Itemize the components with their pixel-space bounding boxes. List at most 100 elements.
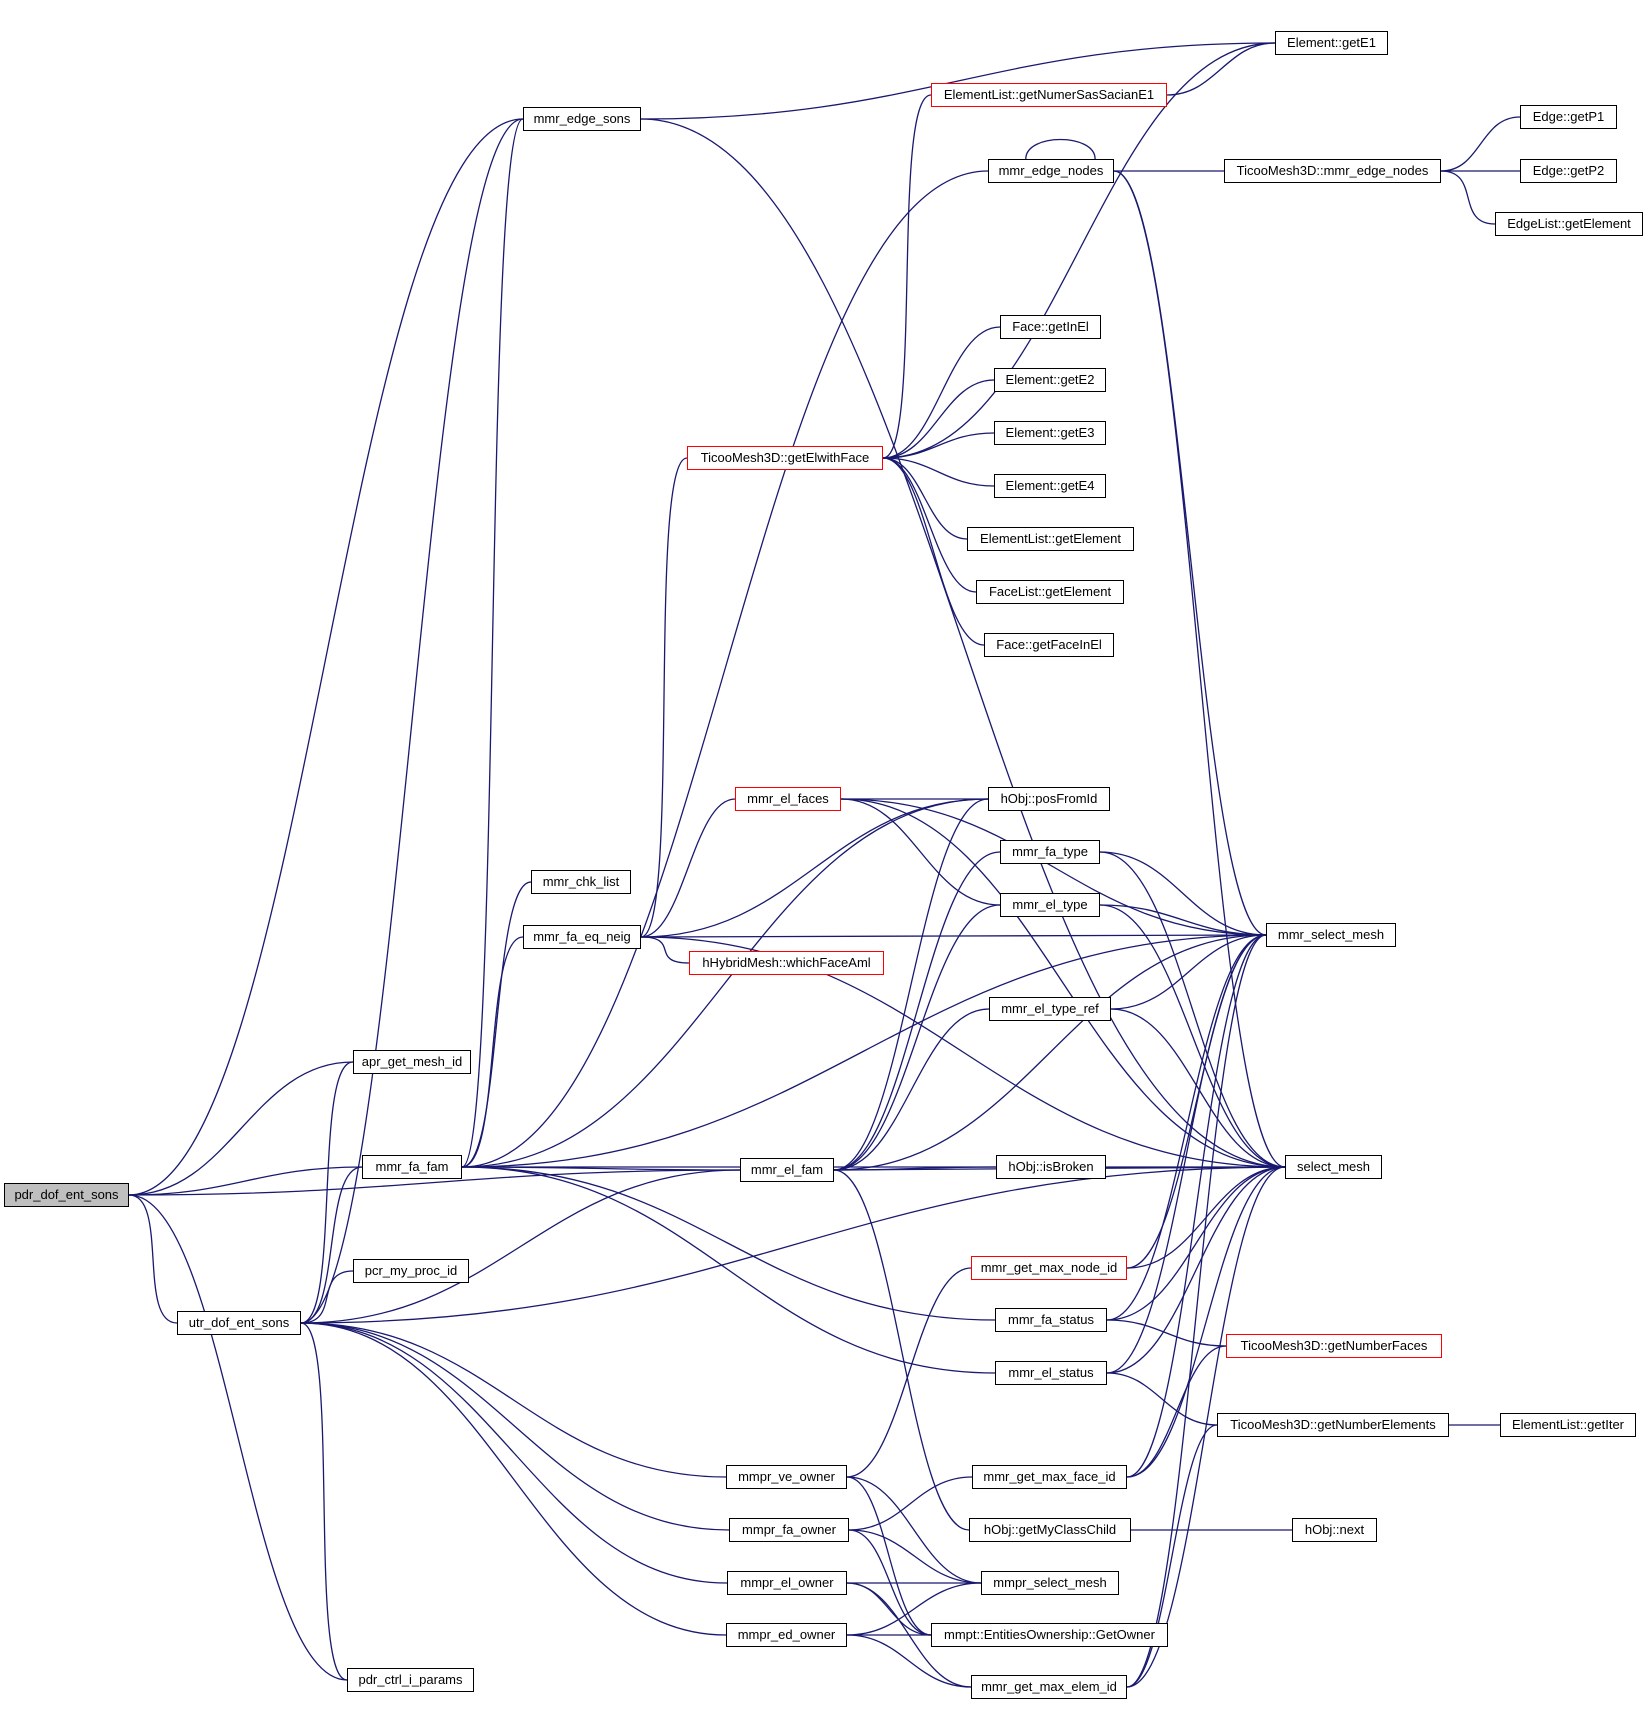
edge-utr-dof-ent-sons-to-mmpr-fa-owner: [300, 1322, 730, 1531]
node-mmr-edge-nodes[interactable]: mmr_edge_nodes: [988, 159, 1114, 183]
edge-mmr-edge-sons-to-element-gete1: [640, 42, 1276, 120]
edge-mmr-fa-eq-neig-to-select-mesh: [640, 936, 1286, 1168]
edge-ticoomesh3d-getelwithface-to-facelist-getelement: [882, 457, 977, 593]
edge-mmr-el-fam-to-mmr-el-type-ref: [833, 1008, 990, 1171]
node-mmr-fa-type[interactable]: mmr_fa_type: [1000, 840, 1100, 864]
edge-root-to-utr-dof-ent-sons: [128, 1194, 178, 1324]
node-elementlist-getelement[interactable]: ElementList::getElement: [967, 527, 1134, 551]
node-mmr-select-mesh[interactable]: mmr_select_mesh: [1266, 923, 1396, 947]
node-elementlist-getnumersassaciane1[interactable]: ElementList::getNumerSasSacianE1: [931, 83, 1167, 107]
edge-mmr-fa-fam-to-mmr-edge-sons: [461, 118, 524, 1168]
node-face-getinel[interactable]: Face::getInEl: [1000, 315, 1101, 339]
edge-mmr-get-max-elem-id-to-ticoomesh3d-getnumberelements: [1126, 1424, 1218, 1688]
node-mmr-el-fam[interactable]: mmr_el_fam: [740, 1158, 834, 1182]
edge-mmr-fa-eq-neig-to-hhybridmesh-whichfaceaml: [640, 936, 690, 964]
edge-ticoomesh3d-getelwithface-to-elementlist-getnumersassaciane1: [882, 94, 932, 459]
node-mmr-fa-fam[interactable]: mmr_fa_fam: [362, 1155, 462, 1179]
node-mmpr-el-owner[interactable]: mmpr_el_owner: [727, 1571, 847, 1595]
node-utr-dof-ent-sons[interactable]: utr_dof_ent_sons: [177, 1311, 301, 1335]
node-face-getfaceinel[interactable]: Face::getFaceInEl: [984, 633, 1114, 657]
edge-mmr-edge-nodes-to-select-mesh: [1113, 170, 1286, 1168]
edge-mmpr-ve-owner-to-mmr-get-max-node-id: [846, 1267, 972, 1478]
node-hhybridmesh-whichfaceaml[interactable]: hHybridMesh::whichFaceAml: [689, 951, 884, 975]
edge-root-to-mmr-fa-fam: [128, 1166, 363, 1196]
edge-root-to-mmr-el-fam: [128, 1169, 741, 1196]
edge-utr-dof-ent-sons-to-mmpr-ve-owner: [300, 1322, 727, 1478]
edge-root-to-pdr-ctrl-i-params: [128, 1194, 348, 1681]
edge-mmpr-ed-owner-to-mmr-get-max-elem-id: [846, 1634, 972, 1688]
node-element-gete3[interactable]: Element::getE3: [994, 421, 1106, 445]
edge-ticoomesh3d-getelwithface-to-elementlist-getelement: [882, 457, 968, 540]
node-mmr-el-status[interactable]: mmr_el_status: [995, 1361, 1107, 1385]
edge-mmr-el-fam-to-mmr-fa-type: [833, 851, 1001, 1171]
edge-mmpr-ve-owner-to-mmpr-select-mesh: [846, 1476, 982, 1584]
node-ticoomesh3d-getnumberelements[interactable]: TicooMesh3D::getNumberElements: [1217, 1413, 1449, 1437]
node-mmpr-select-mesh[interactable]: mmpr_select_mesh: [981, 1571, 1119, 1595]
edge-mmr-fa-status-to-select-mesh: [1106, 1166, 1286, 1321]
node-edgelist-getelement[interactable]: EdgeList::getElement: [1495, 212, 1643, 236]
edge-mmr-el-fam-to-hobj-getmyclasschild: [833, 1169, 970, 1531]
node-mmpr-ed-owner[interactable]: mmpr_ed_owner: [726, 1623, 847, 1647]
node-mmr-edge-sons[interactable]: mmr_edge_sons: [523, 107, 641, 131]
edge-ticoomesh3d-getelwithface-to-face-getfaceinel: [882, 457, 985, 646]
node-element-gete2[interactable]: Element::getE2: [994, 368, 1106, 392]
edge-mmr-get-max-elem-id-to-select-mesh: [1126, 1166, 1286, 1688]
edge-mmr-edge-sons-to-select-mesh: [640, 118, 1286, 1168]
node-mmr-get-max-face-id[interactable]: mmr_get_max_face_id: [972, 1465, 1127, 1489]
edge-mmr-get-max-face-id-to-mmr-select-mesh: [1126, 934, 1267, 1478]
edge-utr-dof-ent-sons-to-mmpr-el-owner: [300, 1322, 728, 1584]
node-pcr-my-proc-id[interactable]: pcr_my_proc_id: [353, 1259, 469, 1283]
edge-mmr-fa-fam-to-mmr-select-mesh: [461, 934, 1267, 1168]
node-element-gete4[interactable]: Element::getE4: [994, 474, 1106, 498]
edge-mmr-fa-eq-neig-to-ticoomesh3d-getelwithface: [640, 457, 688, 938]
edge-utr-dof-ent-sons-to-mmr-edge-sons: [300, 118, 524, 1324]
node-mmr-el-faces[interactable]: mmr_el_faces: [735, 787, 841, 811]
edge-utr-dof-ent-sons-to-pcr-my-proc-id: [300, 1270, 354, 1324]
edge-mmr-fa-type-to-mmr-select-mesh: [1099, 851, 1267, 936]
node-edge-getp2[interactable]: Edge::getP2: [1520, 159, 1617, 183]
node-hobj-getmyclasschild[interactable]: hObj::getMyClassChild: [969, 1518, 1131, 1542]
node-mmr-el-type-ref[interactable]: mmr_el_type_ref: [989, 997, 1111, 1021]
edge-mmr-fa-type-to-select-mesh: [1099, 851, 1286, 1168]
node-mmr-fa-status[interactable]: mmr_fa_status: [995, 1308, 1107, 1332]
edge-mmr-fa-eq-neig-to-hobj-posfromid: [640, 798, 989, 938]
edge-mmr-el-fam-to-hobj-posfromid: [833, 798, 989, 1171]
node-hobj-next[interactable]: hObj::next: [1292, 1518, 1377, 1542]
edge-utr-dof-ent-sons-to-apr-get-mesh-id: [300, 1061, 354, 1324]
edge-mmr-fa-fam-to-mmr-chk-list: [461, 881, 532, 1168]
edge-ticoomesh3d-getelwithface-to-face-getinel: [882, 326, 1001, 459]
node-hobj-isbroken[interactable]: hObj::isBroken: [996, 1155, 1106, 1179]
node-element-gete1[interactable]: Element::getE1: [1275, 31, 1388, 55]
edge-utr-dof-ent-sons-to-mmpr-ed-owner: [300, 1322, 727, 1636]
node-mmr-get-max-elem-id[interactable]: mmr_get_max_elem_id: [971, 1675, 1127, 1699]
edge-mmr-el-type-ref-to-select-mesh: [1110, 1008, 1286, 1168]
edge-mmr-edge-nodes-to-mmr-select-mesh: [1113, 170, 1267, 936]
edge-mmr-el-type-to-mmr-select-mesh: [1099, 904, 1267, 936]
node-mmr-get-max-node-id[interactable]: mmr_get_max_node_id: [971, 1256, 1127, 1280]
node-edge-getp1[interactable]: Edge::getP1: [1520, 105, 1617, 129]
node-mmpt-entitiesownership-getowner[interactable]: mmpt::EntitiesOwnership::GetOwner: [931, 1623, 1168, 1647]
node-hobj-posfromid[interactable]: hObj::posFromId: [988, 787, 1110, 811]
node-ticoomesh3d-getelwithface[interactable]: TicooMesh3D::getElwithFace: [687, 446, 883, 470]
edge-mmr-fa-eq-neig-to-mmr-el-faces: [640, 798, 736, 938]
node-select-mesh[interactable]: select_mesh: [1285, 1155, 1382, 1179]
edge-mmr-get-max-face-id-to-ticoomesh3d-getnumberfaces: [1126, 1345, 1227, 1478]
node-elementlist-getiter[interactable]: ElementList::getIter: [1500, 1413, 1636, 1437]
node-mmr-fa-eq-neig[interactable]: mmr_fa_eq_neig: [523, 925, 641, 949]
node-apr-get-mesh-id[interactable]: apr_get_mesh_id: [353, 1050, 471, 1074]
node-ticoomesh3d-mmr-edge-nodes[interactable]: TicooMesh3D::mmr_edge_nodes: [1224, 159, 1441, 183]
node-mmpr-fa-owner[interactable]: mmpr_fa_owner: [729, 1518, 849, 1542]
edge-mmpr-fa-owner-to-mmpr-select-mesh: [848, 1529, 982, 1584]
node-root[interactable]: pdr_dof_ent_sons: [4, 1183, 129, 1207]
node-mmr-chk-list[interactable]: mmr_chk_list: [531, 870, 631, 894]
node-pdr-ctrl-i-params[interactable]: pdr_ctrl_i_params: [347, 1668, 474, 1692]
node-ticoomesh3d-getnumberfaces[interactable]: TicooMesh3D::getNumberFaces: [1226, 1334, 1442, 1358]
edge-mmr-el-type-ref-to-mmr-select-mesh: [1110, 934, 1267, 1010]
node-facelist-getelement[interactable]: FaceList::getElement: [976, 580, 1124, 604]
edge-utr-dof-ent-sons-to-mmr-el-fam: [300, 1169, 741, 1324]
edge-ticoomesh3d-getelwithface-to-element-gete1: [882, 42, 1276, 459]
node-mmpr-ve-owner[interactable]: mmpr_ve_owner: [726, 1465, 847, 1489]
edge-mmr-el-fam-to-mmr-select-mesh: [833, 934, 1267, 1171]
node-mmr-el-type[interactable]: mmr_el_type: [1000, 893, 1100, 917]
